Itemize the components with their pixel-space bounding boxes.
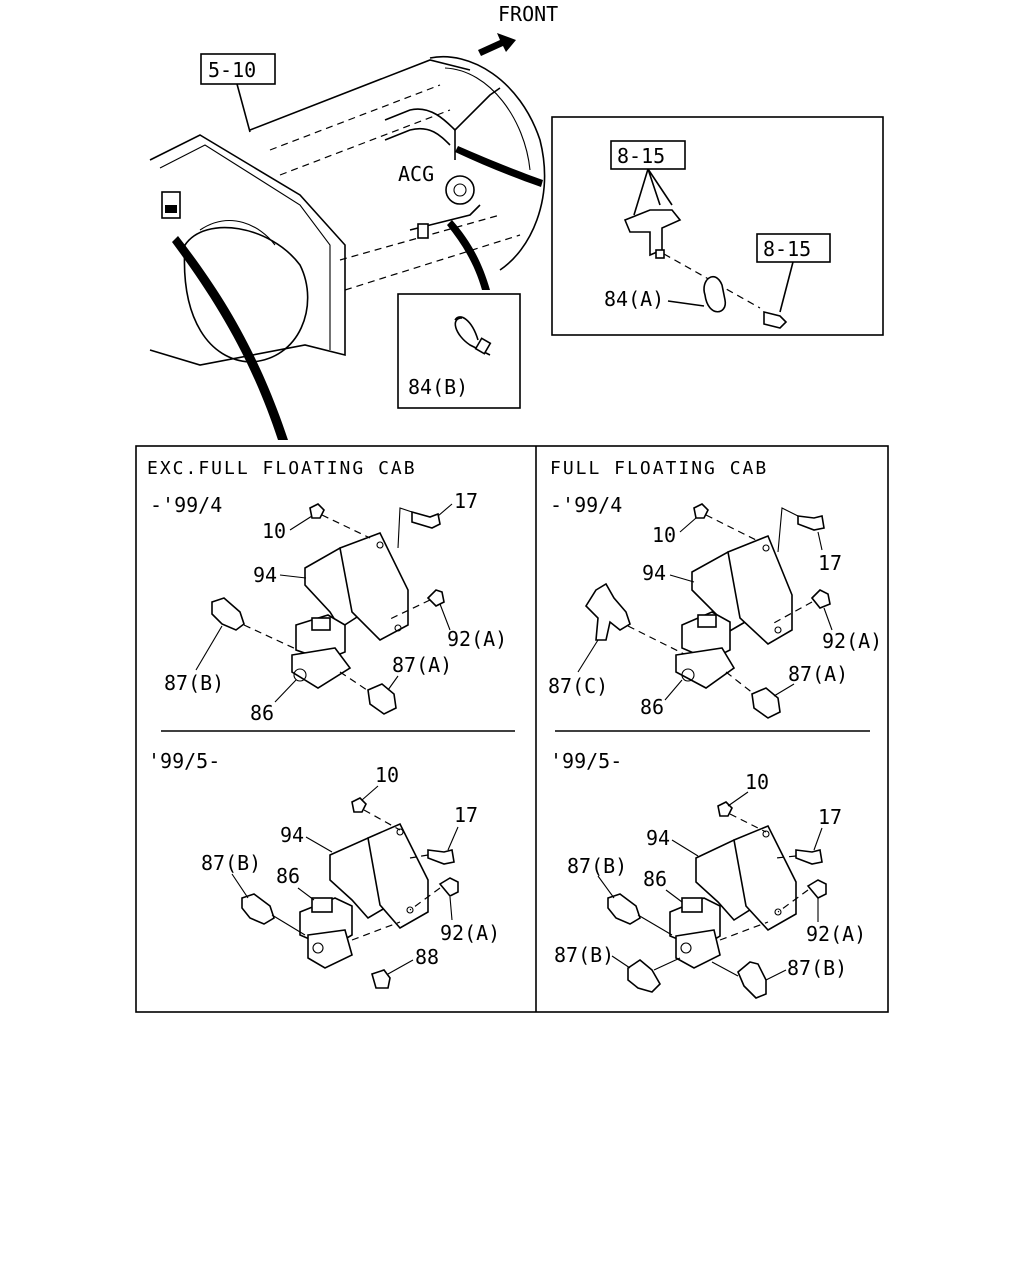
acg-alternator [445, 175, 475, 205]
right-upper-period: -'99/4 [550, 493, 622, 517]
elbow-fitting-87b [211, 597, 245, 631]
callout-leader-middle [447, 220, 490, 290]
label-86: 86 [276, 864, 300, 888]
nut-10 [693, 503, 709, 519]
right-lower-period: '99/5- [550, 749, 622, 773]
label-92a: 92(A) [440, 921, 500, 945]
part-84a-label: 84(A) [604, 287, 664, 311]
bolt-92a [806, 879, 827, 899]
elbow-fitting-87b-lower-left [627, 959, 661, 993]
fitting-87a [751, 687, 781, 719]
right-panel: FULL FLOATING CAB -'99/4 [548, 458, 882, 999]
left-lower-assembly: '99/5- 10 [148, 749, 500, 989]
label-94: 94 [642, 561, 666, 585]
label-10: 10 [375, 763, 399, 787]
left-upper-assembly: -'99/4 10 [150, 489, 507, 725]
label-10: 10 [652, 523, 676, 547]
left-panel-title: EXC.FULL FLOATING CAB [147, 458, 417, 479]
ref-8-15-a-label: 8-15 [617, 144, 665, 168]
bracket-8-15 [623, 209, 682, 257]
elbow-fitting-87b-upper [607, 893, 641, 925]
label-17: 17 [818, 805, 842, 829]
nut-10 [309, 503, 325, 519]
label-17: 17 [454, 803, 478, 827]
elbow-fitting-87b-lower-right [737, 961, 767, 999]
engine-front-ring [429, 56, 546, 271]
label-86: 86 [643, 867, 667, 891]
callout-leader-upper [455, 146, 543, 187]
variants-frame [135, 445, 889, 1013]
callout-leader-lower [172, 236, 288, 440]
bolt-8-15 [763, 310, 788, 329]
fitting-87a [367, 683, 397, 715]
tee-fitting-87c [584, 582, 631, 641]
label-10: 10 [745, 770, 769, 794]
label-92a: 92(A) [447, 627, 507, 651]
label-87b-lower-left: 87(B) [554, 943, 614, 967]
label-87c: 87(C) [548, 674, 608, 698]
right-lower-assembly: '99/5- [550, 749, 866, 999]
plug-88 [371, 969, 391, 989]
front-label: FRONT [498, 2, 558, 26]
label-87a: 87(A) [392, 653, 452, 677]
label-92a: 92(A) [822, 629, 882, 653]
label-94: 94 [253, 563, 277, 587]
bolt-92a [426, 589, 445, 607]
detail-box-8-15 [551, 116, 884, 336]
nut-10 [351, 797, 367, 813]
air-hose [384, 87, 501, 132]
label-17: 17 [818, 551, 842, 575]
detail-box-84b [397, 293, 521, 409]
label-10: 10 [262, 519, 286, 543]
cable-tie-icon [454, 317, 491, 356]
left-upper-period: -'99/4 [150, 493, 222, 517]
left-panel: EXC.FULL FLOATING CAB -'99/4 [147, 458, 507, 989]
left-lower-period: '99/5- [148, 749, 220, 773]
label-88: 88 [415, 945, 439, 969]
acg-label: ACG [398, 162, 434, 186]
label-87b-upper: 87(B) [567, 854, 627, 878]
ref-8-15-b-label: 8-15 [763, 237, 811, 261]
right-panel-title: FULL FLOATING CAB [550, 458, 768, 479]
flywheel-housing [183, 226, 309, 363]
clip-84a [703, 275, 726, 313]
bolt-17 [795, 849, 823, 865]
front-arrow-icon [478, 33, 516, 56]
label-87a: 87(A) [788, 662, 848, 686]
elbow-fitting-87b [241, 893, 275, 925]
engine-bellhousing [149, 134, 346, 366]
bolt-92a [438, 877, 459, 897]
engine-block-top [249, 59, 471, 131]
engine-overview: FRONT 5-10 ACG [149, 2, 884, 440]
ref-box-5-10 [200, 53, 276, 85]
label-17: 17 [454, 489, 478, 513]
label-86: 86 [640, 695, 664, 719]
ref-5-10-label: 5-10 [208, 58, 256, 82]
label-94: 94 [646, 826, 670, 850]
part-84b-label: 84(B) [408, 375, 468, 399]
ref-box-8-15-b [756, 233, 831, 263]
label-87b: 87(B) [201, 851, 261, 875]
label-86: 86 [250, 701, 274, 725]
bolt-17 [797, 515, 825, 531]
bolt-17 [427, 849, 455, 865]
bolt-92a [810, 589, 831, 609]
ref-5-10-leader [236, 83, 251, 133]
label-87b: 87(B) [164, 671, 224, 695]
right-upper-assembly: -'99/4 10 [548, 493, 882, 719]
bolt-17 [411, 510, 441, 529]
label-92a: 92(A) [806, 922, 866, 946]
label-94: 94 [280, 823, 304, 847]
label-87b-lower-right: 87(B) [787, 956, 847, 980]
